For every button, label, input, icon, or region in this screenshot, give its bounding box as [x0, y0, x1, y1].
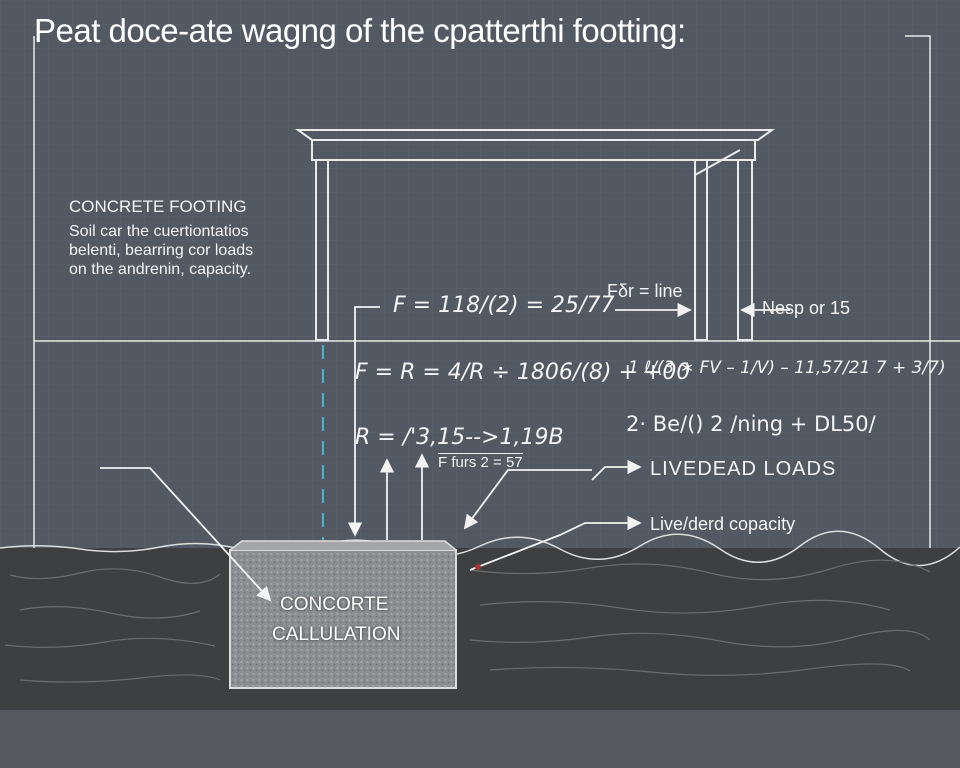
- marker-dot: [475, 564, 481, 570]
- note-line: belenti, bearring cor loads: [69, 242, 254, 259]
- ground-line: [0, 530, 960, 567]
- equation-3-sub: F furs 2 = 57: [438, 453, 523, 471]
- equation-1: F = 118/(2) = 25/77: [393, 293, 615, 318]
- note-heading: CONCRETE FOOTING: [69, 197, 247, 216]
- capacity-label: Live/derd copacity: [650, 514, 796, 534]
- frame-structure: [294, 129, 776, 341]
- footing-label-1: CONCORTE: [280, 594, 389, 615]
- equation-5: 2· Be/() 2 /ning + DL50/: [626, 412, 876, 436]
- footing-label-2: CALLULATION: [272, 624, 401, 645]
- concrete-footing: [229, 549, 457, 689]
- equation-4: 1 ℓ/(3 ∗ FV – 1/V) – 11,57/21 7 + 3/7): [628, 358, 946, 378]
- equation-3: R = /'3,15-->1,19B: [355, 425, 564, 450]
- lower-band: [0, 710, 960, 768]
- loads-label: LIVEDEAD LOADS: [650, 458, 837, 480]
- nesp-label: Nesp or 15: [762, 298, 851, 318]
- arrows: [100, 302, 790, 602]
- note-line: on the andrenin, capacity.: [69, 261, 252, 278]
- soil: [0, 548, 960, 710]
- page-title: Peat doce-ate wagng of the cpatterthi fo…: [34, 12, 686, 49]
- force-line-label: Fδr = line: [607, 281, 683, 301]
- equation-2: F = R = 4/R ÷ 1806/(8) + +00: [355, 360, 691, 385]
- note-line: Soil car the cuertiontatios: [69, 223, 249, 240]
- soil-strata: [4, 559, 931, 683]
